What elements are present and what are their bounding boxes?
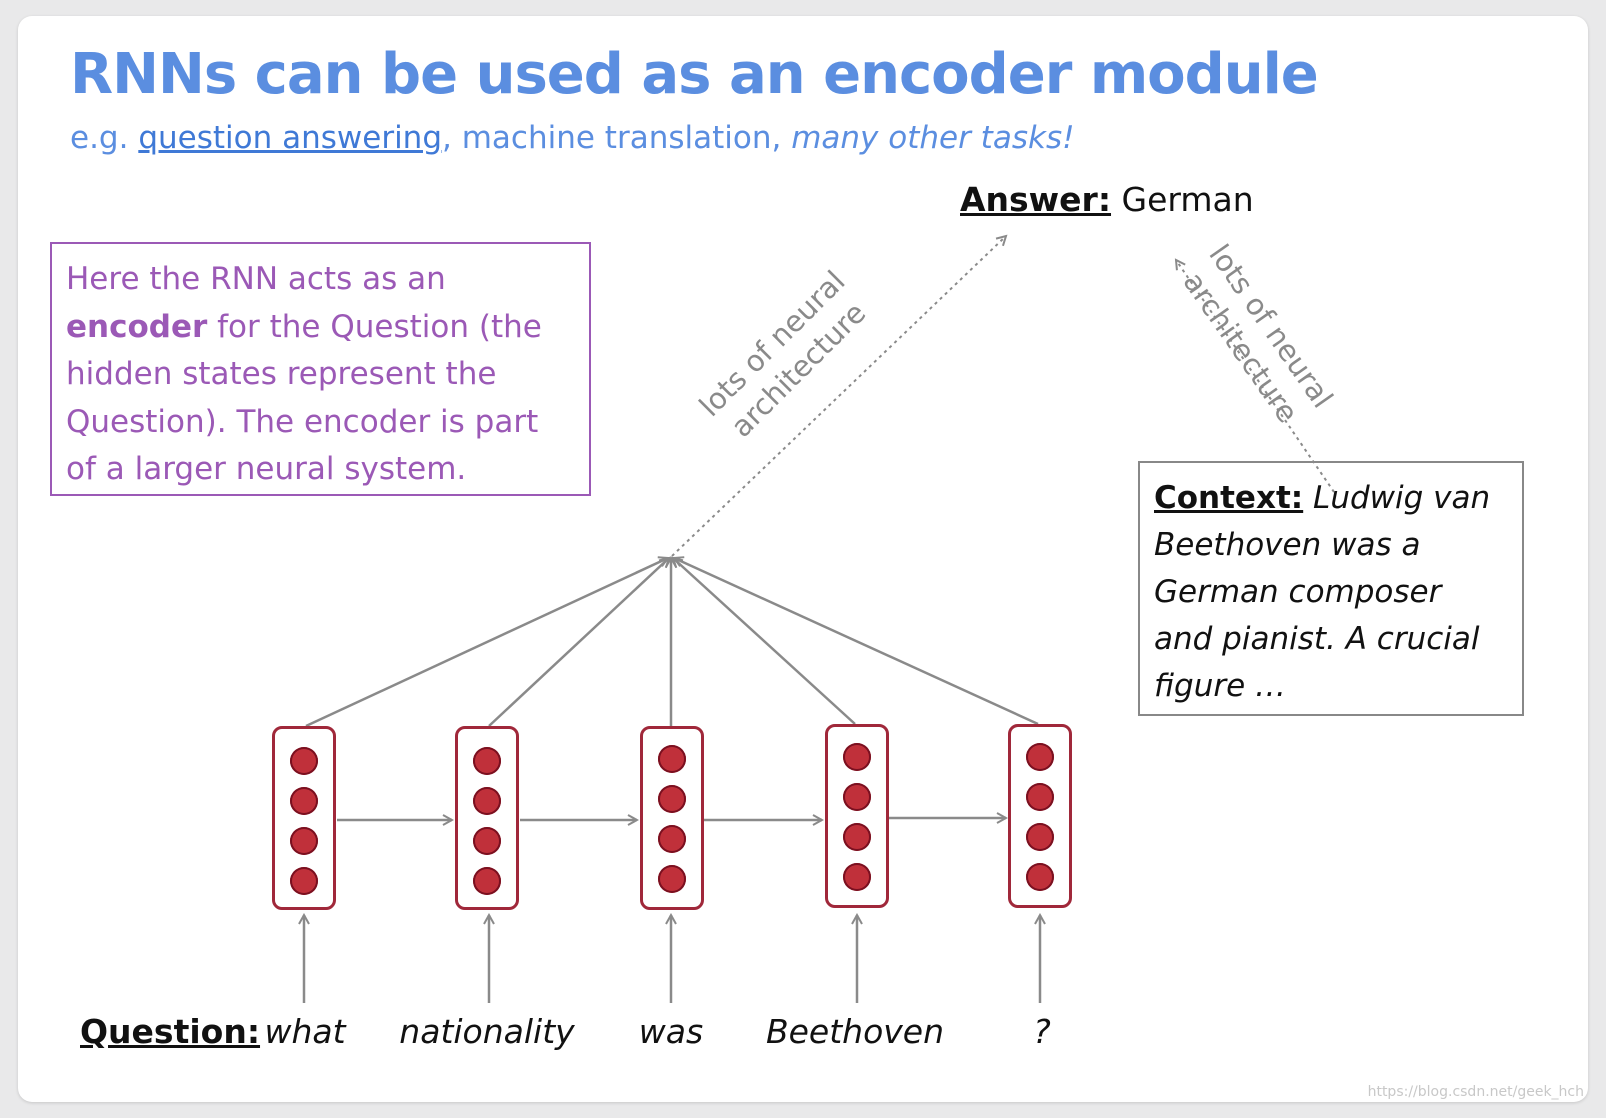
context-label: Context: xyxy=(1154,480,1304,516)
question-word-beethoven: Beethoven xyxy=(765,1012,945,1051)
dotted-arrow-from-context xyxy=(1176,260,1335,493)
converge-arrow-2 xyxy=(488,558,669,727)
slide-title: RNNs can be used as an encoder module xyxy=(70,42,1319,107)
question-word-was: was xyxy=(638,1012,704,1051)
neuron xyxy=(843,863,871,891)
neuron xyxy=(290,787,318,815)
subtitle-middle: , machine translation, xyxy=(442,120,792,156)
answer-value: German xyxy=(1111,180,1254,219)
encoder-note-part1: Here the RNN acts as an xyxy=(66,261,446,297)
question-word-what: what xyxy=(264,1012,346,1051)
converge-arrow-5 xyxy=(674,558,1039,726)
neuron xyxy=(290,827,318,855)
neuron xyxy=(658,785,686,813)
subtitle-prefix: e.g. xyxy=(70,120,139,156)
encoder-note-box: Here the RNN acts as an encoder for the … xyxy=(50,242,591,496)
slide-subtitle: e.g. question answering, machine transla… xyxy=(70,120,1075,156)
converge-arrow-4 xyxy=(673,558,856,725)
neuron xyxy=(473,867,501,895)
encoder-note-bold: encoder xyxy=(66,308,208,345)
subtitle-italic: many other tasks! xyxy=(791,120,1075,156)
context-text: Ludwig van Beethoven was a German compos… xyxy=(1154,480,1491,704)
answer-text: Answer: German xyxy=(960,180,1254,219)
rnn-cell-3 xyxy=(640,726,704,910)
neuron xyxy=(473,827,501,855)
question-label: Question: xyxy=(80,1012,261,1051)
rnn-cell-2 xyxy=(455,726,519,910)
converge-arrow-1 xyxy=(305,558,668,728)
encoder-note-part2: for the Question (the hidden states repr… xyxy=(66,308,542,488)
neuron xyxy=(1026,743,1054,771)
neuron xyxy=(658,825,686,853)
neuron xyxy=(1026,783,1054,811)
question-word-nationality: nationality xyxy=(399,1012,575,1051)
neuron xyxy=(473,747,501,775)
neuron xyxy=(843,823,871,851)
neuron xyxy=(290,747,318,775)
answer-label: Answer: xyxy=(960,180,1112,219)
neuron xyxy=(290,867,318,895)
neuron xyxy=(843,783,871,811)
neuron xyxy=(1026,823,1054,851)
context-box: Context: Ludwig van Beethoven was a Germ… xyxy=(1138,461,1524,716)
neuron xyxy=(473,787,501,815)
neuron xyxy=(843,743,871,771)
neuron xyxy=(658,865,686,893)
neuron xyxy=(1026,863,1054,891)
dotted-arrow-to-answer xyxy=(671,236,1006,557)
rnn-cell-4 xyxy=(825,724,889,908)
rnn-cell-1 xyxy=(272,726,336,910)
watermark: https://blog.csdn.net/geek_hch xyxy=(1367,1084,1584,1100)
question-answering-link[interactable]: question answering xyxy=(138,120,443,156)
neuron xyxy=(658,745,686,773)
question-word-qmark: ? xyxy=(1033,1012,1051,1051)
rnn-cell-5 xyxy=(1008,724,1072,908)
